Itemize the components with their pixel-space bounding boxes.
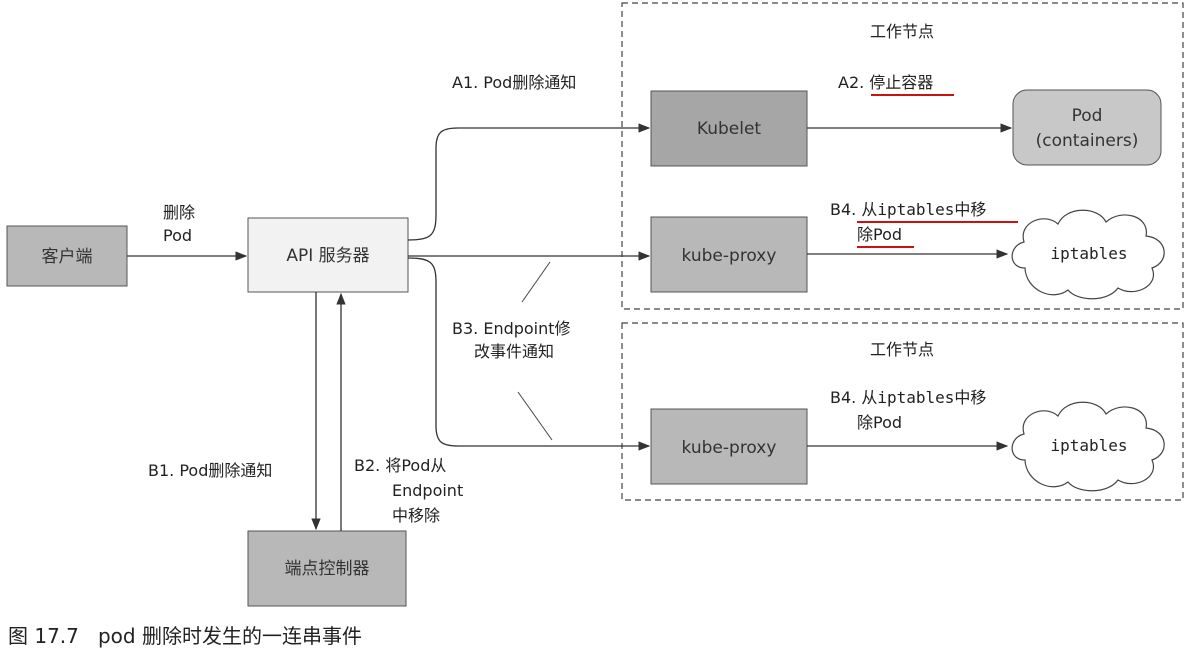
b2-label-line1: B2. 将Pod从 [354,456,446,475]
b4b-label-line2: 除Pod [857,413,902,432]
b4b-prefix: B4. [830,388,861,407]
kube-proxy-box-2 [650,408,808,485]
b2-label-line3: 中移除 [392,506,440,525]
figure-caption: 图 17.7 pod 删除时发生的一连串事件 [8,624,362,648]
a2-prefix: A2. [838,73,869,92]
api-server-box [247,217,409,293]
b4a-l1-a: 从 [861,200,877,219]
iptables-cloud-1 [1011,209,1165,300]
iptables-label-1: iptables [1050,244,1127,263]
b3-label-line1: B3. Endpoint修 [452,319,571,338]
b4a-label-line2: 除Pod [857,225,902,244]
b3-label-line2: 改事件通知 [474,342,554,361]
delete-pod-label-line2: Pod [163,226,192,245]
b4b-l1-a: 从 [861,388,877,407]
pod-box [1012,89,1162,166]
delete-pod-label-line1: 删除 [163,203,195,222]
b4a-l1-mono: iptables [877,200,954,219]
arrow-api-to-kubelet [407,123,651,241]
pod-label-line2: (containers) [1036,131,1139,151]
a1-label: A1. Pod删除通知 [452,73,576,92]
worker-node-label-2: 工作节点 [870,340,934,359]
b3-leader-top [521,261,551,303]
kubelet-label: Kubelet [697,119,762,139]
b3-leader-bottom [517,391,553,441]
pod-label-line1: Pod [1072,106,1103,126]
b4b-l1-mono: iptables [877,388,954,407]
kubelet-box [650,90,808,167]
iptables-label-2: iptables [1050,436,1127,455]
endpoint-controller-box [247,530,407,607]
iptables-cloud-2 [1011,401,1165,492]
worker-node-group-1 [621,2,1184,310]
a2-label: A2. 停止容器 [838,73,933,92]
client-box [6,225,128,287]
b1-label: B1. Pod删除通知 [148,461,272,480]
b4b-label-line1: B4. 从iptables中移 [830,388,986,407]
kube-proxy-label-2: kube-proxy [682,438,777,458]
b2-label-line2: Endpoint [392,481,463,500]
b4a-label-line1: B4. 从iptables中移 [830,200,986,219]
arrow-api-to-kube-proxy-2 [407,257,651,451]
kube-proxy-box-1 [650,216,808,293]
b4b-l1-b: 中移 [954,388,986,407]
kube-proxy-label-1: kube-proxy [682,246,777,266]
a2-text: 停止容器 [869,73,933,92]
worker-node-group-2 [621,322,1184,501]
b4a-l1-b: 中移 [954,200,986,219]
b4a-prefix: B4. [830,200,861,219]
client-label: 客户端 [42,247,93,267]
endpoint-controller-label: 端点控制器 [285,559,370,579]
worker-node-label-1: 工作节点 [870,22,934,41]
api-server-label: API 服务器 [286,246,369,266]
